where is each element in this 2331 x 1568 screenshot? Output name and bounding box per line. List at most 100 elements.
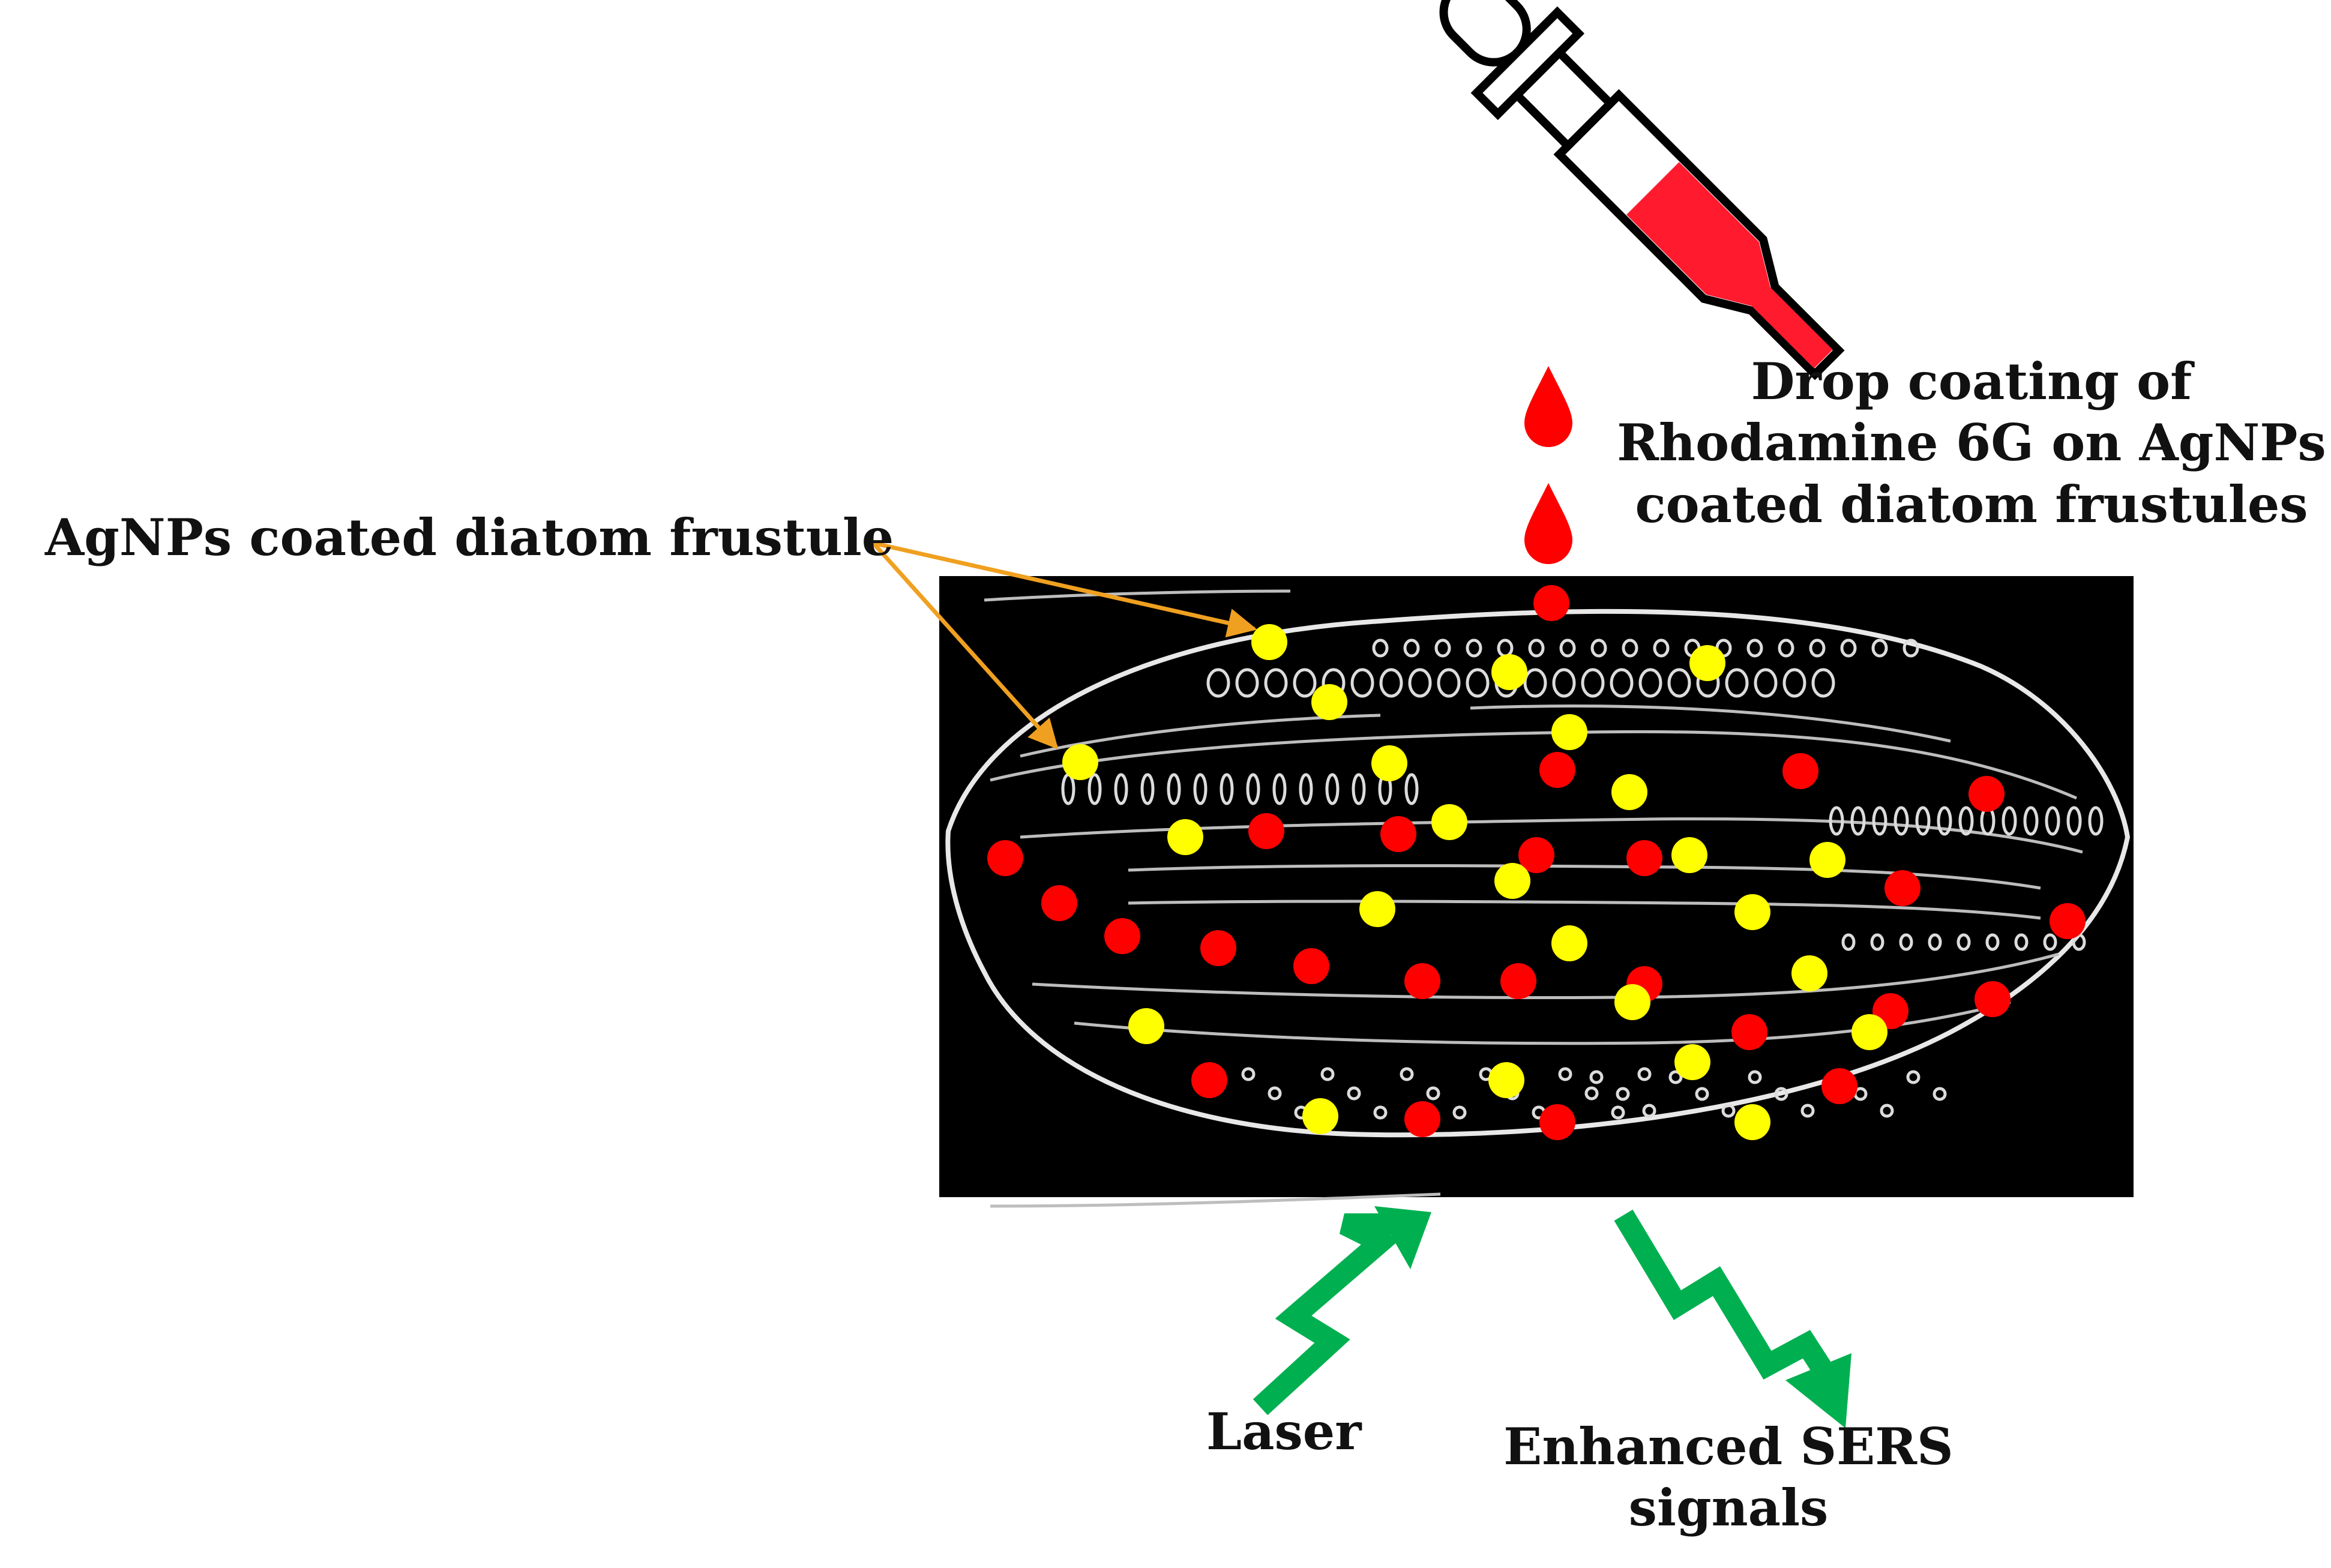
pore <box>1087 773 1102 805</box>
diatom-micrograph <box>939 576 2134 1208</box>
pore <box>1893 806 1909 836</box>
rhodamine-dot <box>1533 585 1569 621</box>
frustule-rib <box>984 589 1291 602</box>
pore <box>1400 1067 1414 1081</box>
pore <box>1466 668 1490 698</box>
pore <box>1725 668 1749 698</box>
agnp-dot <box>1734 1104 1770 1140</box>
rhodamine-dot <box>1500 963 1536 999</box>
laser-arrow <box>1253 1206 1431 1416</box>
agnp-dots <box>1062 624 1887 1140</box>
agnp-dot <box>1311 684 1347 720</box>
pore <box>1241 1067 1256 1081</box>
laser-label: Laser <box>1206 1402 1362 1461</box>
rhodamine-dot <box>1041 885 1077 921</box>
rhodamine-dot <box>2050 903 2086 939</box>
rhodamine-dot <box>1518 837 1554 873</box>
rhodamine-dot <box>1969 776 2005 812</box>
pore <box>1426 1086 1440 1101</box>
pore <box>1829 806 1844 836</box>
pore <box>1523 668 1547 698</box>
pore <box>1528 638 1545 658</box>
pore <box>1373 1105 1388 1120</box>
drop-coating-label: Drop coating of Rhodamine 6G on AgNPs co… <box>1614 351 2329 535</box>
pore <box>1870 933 1884 951</box>
pore <box>2088 806 2104 836</box>
pore <box>1140 773 1155 805</box>
pore <box>1589 1070 1604 1084</box>
pore <box>1915 806 1931 836</box>
pore <box>1880 1104 1894 1118</box>
pore <box>1778 638 1794 658</box>
drop-coating-line-3: coated diatom frustules <box>1635 474 2308 534</box>
pore <box>1590 638 1607 658</box>
agnp-dot <box>1611 774 1647 810</box>
rhodamine-dot <box>1191 1062 1227 1098</box>
pore <box>1581 668 1605 698</box>
pore <box>1840 638 1857 658</box>
pore <box>1559 638 1576 658</box>
pore <box>1748 1070 1762 1084</box>
rhodamine-dot <box>1104 918 1140 954</box>
rhodamine-dot <box>987 840 1023 876</box>
pore <box>1695 1087 1709 1101</box>
pore <box>1958 806 1974 836</box>
pore <box>1372 638 1389 658</box>
pore <box>1167 773 1181 805</box>
frustule-rib <box>1032 952 2059 1000</box>
pore <box>1850 806 1866 836</box>
rhodamine-dot <box>1731 1014 1767 1050</box>
pore <box>1653 638 1670 658</box>
frustule-rib <box>990 1192 1441 1208</box>
pore <box>1584 1086 1599 1101</box>
pore <box>2043 933 2057 951</box>
rhodamine-dot <box>1821 1068 1857 1104</box>
pore <box>1558 1067 1572 1081</box>
pointer-arrow-2 <box>871 541 1059 749</box>
pointer-arrow-1 <box>873 541 1257 638</box>
pore <box>1782 668 1806 698</box>
agnp-dot <box>1674 1044 1710 1080</box>
pore <box>1610 668 1634 698</box>
agnp-dot <box>1734 894 1770 930</box>
rhodamine-dot <box>1782 753 1818 789</box>
frustule-rib <box>1020 713 1381 758</box>
drop-1-icon <box>1524 366 1572 447</box>
agnp-dot <box>1128 1008 1164 1044</box>
pore <box>1872 806 1887 836</box>
sers-line-1: Enhanced SERS <box>1503 1417 1954 1476</box>
pore <box>1272 773 1287 805</box>
drop-coating-line-1: Drop coating of <box>1751 352 2192 411</box>
agnp-dot <box>1671 837 1707 873</box>
sers-label: Enhanced SERS signals <box>1458 1416 1999 1539</box>
sers-line-2: signals <box>1628 1478 1829 1538</box>
dropper-icon <box>1439 0 1845 380</box>
sers-signal-arrow <box>1614 1209 1851 1428</box>
pore <box>1434 638 1451 658</box>
pore <box>1299 773 1313 805</box>
pore <box>1404 773 1419 805</box>
pore <box>1379 668 1403 698</box>
agnp-dot <box>1494 863 1530 899</box>
agnp-dot <box>1302 1098 1338 1134</box>
pore <box>1902 638 1919 658</box>
pore <box>1264 668 1288 698</box>
pore <box>1957 933 1971 951</box>
pore <box>1114 773 1128 805</box>
agnp-dot <box>1551 714 1587 750</box>
agnp-dot <box>1491 654 1527 690</box>
pore <box>1268 1086 1282 1101</box>
pore <box>1637 1067 1652 1081</box>
agnp-dot <box>1251 624 1287 660</box>
pore <box>2045 806 2060 836</box>
dropper-liquid <box>1626 162 1833 368</box>
drop-2-icon <box>1524 483 1572 564</box>
frustule-rib <box>1470 704 1951 743</box>
pore <box>1809 638 1826 658</box>
pore <box>1352 773 1366 805</box>
pore <box>1985 933 2000 951</box>
pore <box>1320 1067 1335 1081</box>
frustule-outer-edge <box>945 608 2131 1138</box>
